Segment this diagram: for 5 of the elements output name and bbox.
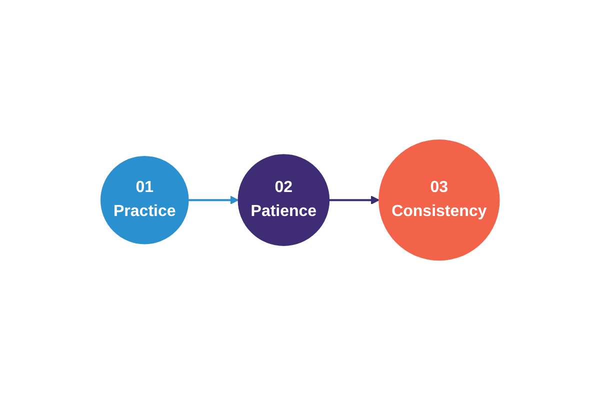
node-circle: 03 Consistency [378,139,500,261]
node-circle: 02 Patience [238,154,330,246]
node-circle: 01 Practice [100,156,190,244]
arrow [329,196,380,204]
arrow [188,196,240,204]
